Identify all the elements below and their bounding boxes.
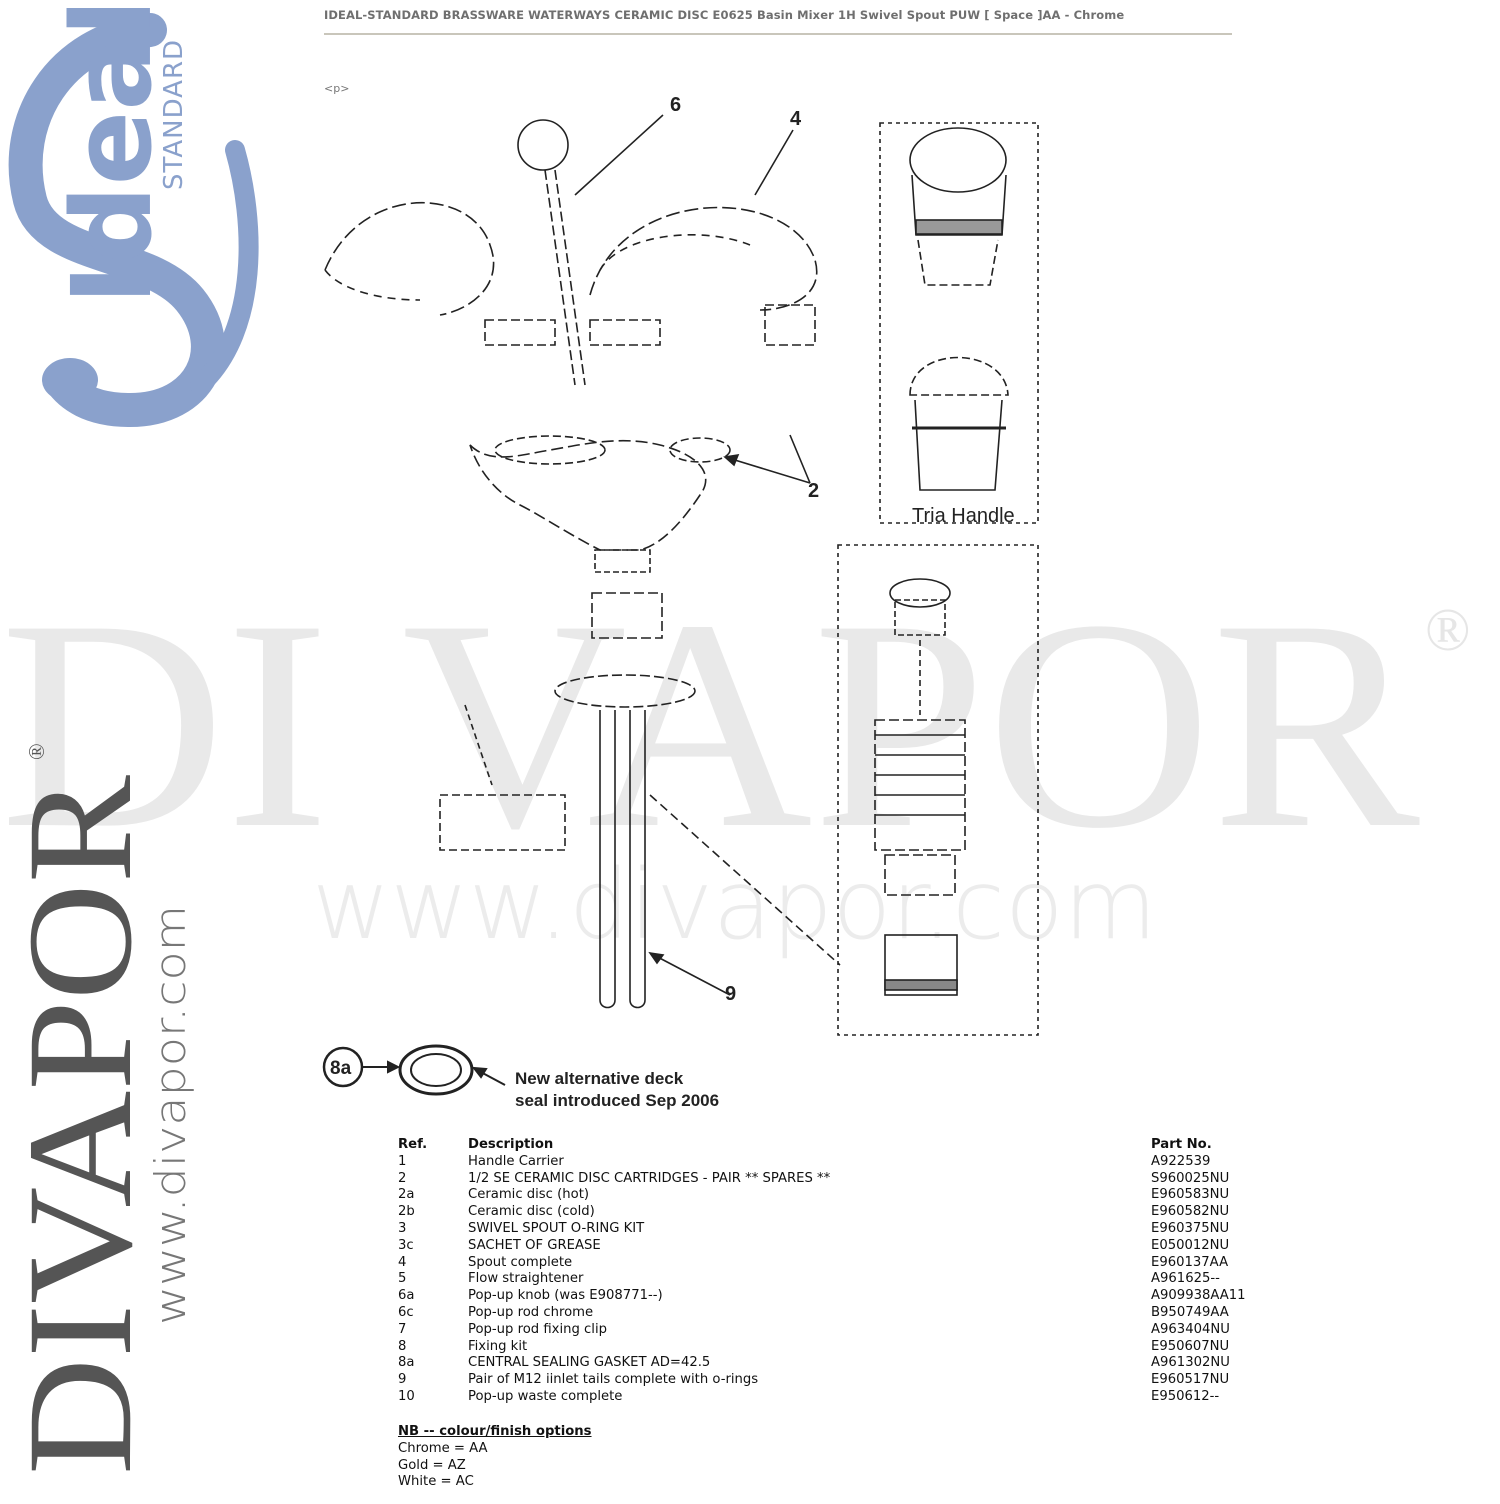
table-row: 3 SWIVEL SPOUT O-RING KIT E960375NU: [398, 1221, 1298, 1238]
table-row: 3c SACHET OF GREASE E050012NU: [398, 1238, 1298, 1255]
callout-6: 6: [670, 95, 681, 116]
row-part-no: E960583NU: [1151, 1187, 1230, 1203]
finish-option: Gold = AZ: [398, 1457, 466, 1473]
row-ref: 3: [398, 1220, 407, 1236]
table-row: 8 Fixing kit E950607NU: [398, 1339, 1298, 1356]
row-description: Pop-up knob (was E908771--): [468, 1288, 663, 1304]
callout-2: 2: [808, 480, 819, 502]
row-ref: 5: [398, 1271, 407, 1287]
finish-option: Chrome = AA: [398, 1440, 488, 1456]
row-ref: 6a: [398, 1288, 415, 1304]
row-ref: 2a: [398, 1187, 415, 1203]
table-row: 6a Pop-up knob (was E908771--) A909938AA11: [398, 1288, 1298, 1305]
popup-knob-shape: [517, 119, 569, 171]
row-ref: 10: [398, 1388, 415, 1404]
watermark-url-text: www.divapor.com: [312, 860, 1157, 960]
ideal-standard-logo: Ideal STANDARD: [0, 0, 300, 440]
row-part-no: S960025NU: [1151, 1170, 1230, 1186]
table-row: 2b Ceramic disc (cold) E960582NU: [398, 1204, 1298, 1221]
row-ref: 4: [398, 1254, 407, 1270]
row-ref: 1: [398, 1153, 407, 1169]
row-part-no: E960137AA: [1151, 1254, 1229, 1270]
row-description: Spout complete: [468, 1254, 573, 1270]
row-description: SWIVEL SPOUT O-RING KIT: [468, 1220, 645, 1236]
row-part-no: A961625--: [1151, 1271, 1220, 1287]
row-part-no: E950607NU: [1151, 1338, 1230, 1354]
watermark-registered: ®: [1425, 597, 1471, 663]
watermark-url: www.divapor.com: [0, 849, 1500, 961]
row-ref: 2b: [398, 1204, 415, 1220]
callout-9: 9: [725, 983, 736, 1005]
row-part-no: E960375NU: [1151, 1220, 1230, 1236]
table-header-row: Ref. Description Part No.: [398, 1137, 1298, 1154]
vertical-brand: DIVAPOR ® www.divapor.com: [0, 740, 300, 1500]
table-row: 8a CENTRAL SEALING GASKET AD=42.5 A961302N…: [398, 1355, 1298, 1372]
header-part-no: Part No.: [1151, 1137, 1212, 1152]
seal-note: New alternative deck seal introduced Sep…: [515, 1068, 719, 1112]
row-ref: 9: [398, 1372, 407, 1388]
row-description: Pop-up waste complete: [468, 1388, 623, 1404]
finish-notes: NB -- colour/finish options Chrome = AA …: [398, 1424, 592, 1491]
row-ref: 8a: [398, 1355, 415, 1371]
table-row: 4 Spout complete E960137AA: [398, 1255, 1298, 1272]
table-row: 9 Pair of M12 iinlet tails complete with …: [398, 1372, 1298, 1389]
row-part-no: A909938AA11: [1151, 1288, 1246, 1304]
finish-option: White = AC: [398, 1474, 474, 1490]
stray-p-tag: <p>: [324, 82, 350, 95]
logo-word: Ideal: [48, 0, 176, 305]
vertical-url-text: www.divapor.com: [146, 905, 195, 1325]
row-part-no: E960517NU: [1151, 1372, 1230, 1388]
row-part-no: E950612--: [1151, 1388, 1220, 1404]
row-description: Fixing kit: [468, 1338, 528, 1354]
page-title: IDEAL-STANDARD BRASSWARE WATERWAYS CERAM…: [324, 8, 1125, 22]
seal-callout: 8a: [320, 1040, 820, 1120]
row-description: CENTRAL SEALING GASKET AD=42.5: [468, 1355, 711, 1371]
header-ref: Ref.: [398, 1137, 428, 1152]
finish-notes-title: NB -- colour/finish options: [398, 1424, 592, 1439]
row-description: Ceramic disc (hot): [468, 1187, 590, 1203]
table-row: 5 Flow straightener A961625--: [398, 1271, 1298, 1288]
row-description: Ceramic disc (cold): [468, 1204, 595, 1220]
seal-badge: 8a: [330, 1058, 352, 1079]
row-part-no: E050012NU: [1151, 1237, 1230, 1253]
vertical-brand-text: DIVAPOR: [0, 775, 163, 1475]
table-row: 10 Pop-up waste complete E950612--: [398, 1389, 1298, 1406]
row-ref: 8: [398, 1338, 407, 1354]
row-description: Pair of M12 iinlet tails complete with o…: [468, 1372, 759, 1388]
row-part-no: A922539: [1151, 1153, 1211, 1169]
seal-note-line2: seal introduced Sep 2006: [515, 1091, 720, 1110]
row-part-no: E960582NU: [1151, 1204, 1230, 1220]
row-part-no: A963404NU: [1151, 1321, 1230, 1337]
row-ref: 7: [398, 1321, 407, 1337]
watermark-brand: DI VAPOR ®: [0, 558, 1500, 890]
tria-handle-label: Tria Handle: [912, 505, 1015, 527]
exploded-diagram: 6 4 2 9 Tria Handle: [320, 95, 1060, 1040]
row-description: 1/2 SE CERAMIC DISC CARTRIDGES - PAIR **…: [468, 1170, 831, 1186]
watermark-brand-text: DI VAPOR: [0, 580, 1422, 850]
row-description: Handle Carrier: [468, 1153, 564, 1169]
table-row: 2a Ceramic disc (hot) E960583NU: [398, 1187, 1298, 1204]
row-part-no: A961302NU: [1151, 1355, 1230, 1371]
logo-sub: STANDARD: [159, 39, 189, 190]
row-ref: 6c: [398, 1304, 414, 1320]
parts-table: Ref. Description Part No. 1 Handle Carrie…: [398, 1137, 1298, 1406]
row-ref: 2: [398, 1170, 407, 1186]
row-description: Flow straightener: [468, 1271, 584, 1287]
row-part-no: B950749AA: [1151, 1304, 1229, 1320]
callout-4: 4: [790, 108, 802, 130]
row-description: SACHET OF GREASE: [468, 1237, 601, 1253]
header-description: Description: [468, 1137, 554, 1152]
table-row: 1 Handle Carrier A922539: [398, 1154, 1298, 1171]
table-row: 7 Pop-up rod fixing clip A963404NU: [398, 1322, 1298, 1339]
table-row: 2 1/2 SE CERAMIC DISC CARTRIDGES - PAIR *…: [398, 1171, 1298, 1188]
row-ref: 3c: [398, 1237, 414, 1253]
title-divider: [324, 33, 1232, 35]
seal-note-line1: New alternative deck: [515, 1069, 684, 1088]
row-description: Pop-up rod chrome: [468, 1304, 594, 1320]
row-description: Pop-up rod fixing clip: [468, 1321, 608, 1337]
table-row: 6c Pop-up rod chrome B950749AA: [398, 1305, 1298, 1322]
vertical-registered: ®: [24, 743, 49, 760]
